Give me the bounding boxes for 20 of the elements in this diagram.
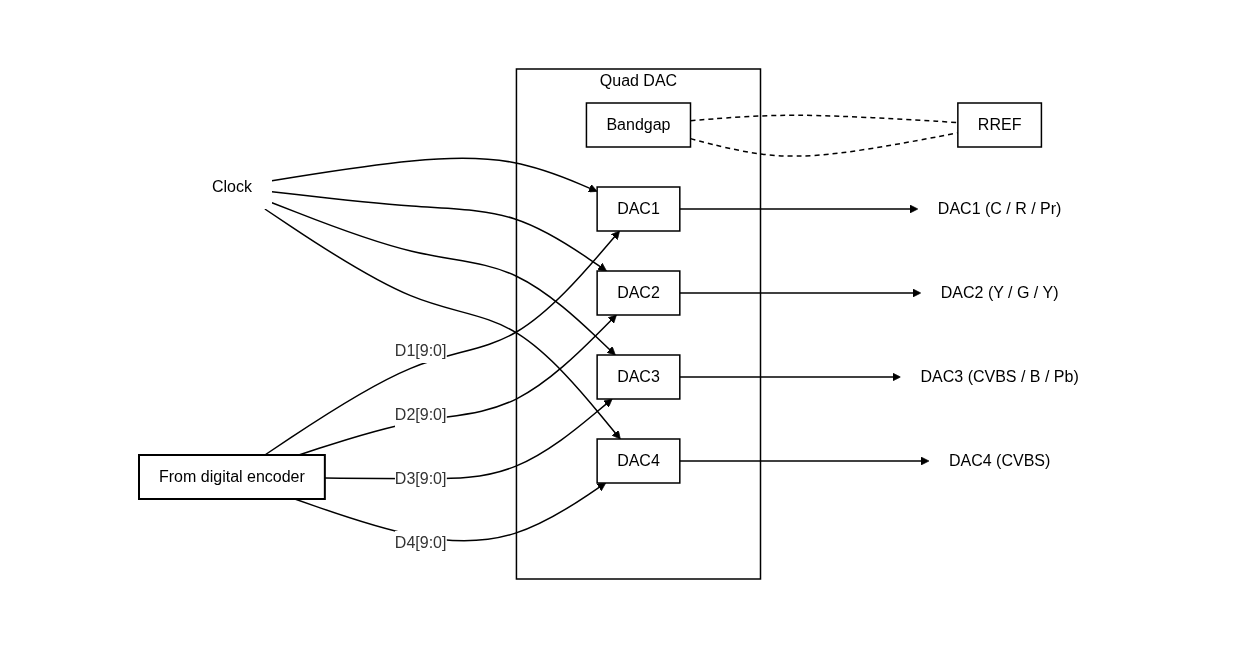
node-box: DAC4 bbox=[596, 438, 681, 484]
node-text: Clock bbox=[211, 178, 252, 195]
node-box: RREF bbox=[956, 102, 1042, 148]
edge-label: D4[9:0] bbox=[394, 534, 447, 551]
arrow bbox=[263, 208, 621, 440]
node-box: DAC2 bbox=[596, 270, 681, 316]
node-text: DAC2 (Y / G / Y) bbox=[940, 284, 1059, 301]
node-text: DAC3 (CVBS / B / Pb) bbox=[920, 368, 1079, 385]
arrow bbox=[270, 190, 607, 272]
arrow bbox=[270, 201, 616, 356]
arrow bbox=[263, 230, 620, 456]
node-text: DAC1 (C / R / Pr) bbox=[937, 200, 1062, 217]
edge-label: D3[9:0] bbox=[394, 470, 447, 487]
node-box: DAC3 bbox=[596, 354, 681, 400]
edge-label: D1[9:0] bbox=[394, 342, 447, 359]
node-box: Bandgap bbox=[585, 102, 691, 148]
node-text: DAC4 (CVBS) bbox=[948, 452, 1050, 469]
edge-label: D2[9:0] bbox=[394, 406, 447, 423]
node-box: From digital encoder bbox=[137, 454, 326, 500]
node-box: DAC1 bbox=[596, 186, 681, 232]
